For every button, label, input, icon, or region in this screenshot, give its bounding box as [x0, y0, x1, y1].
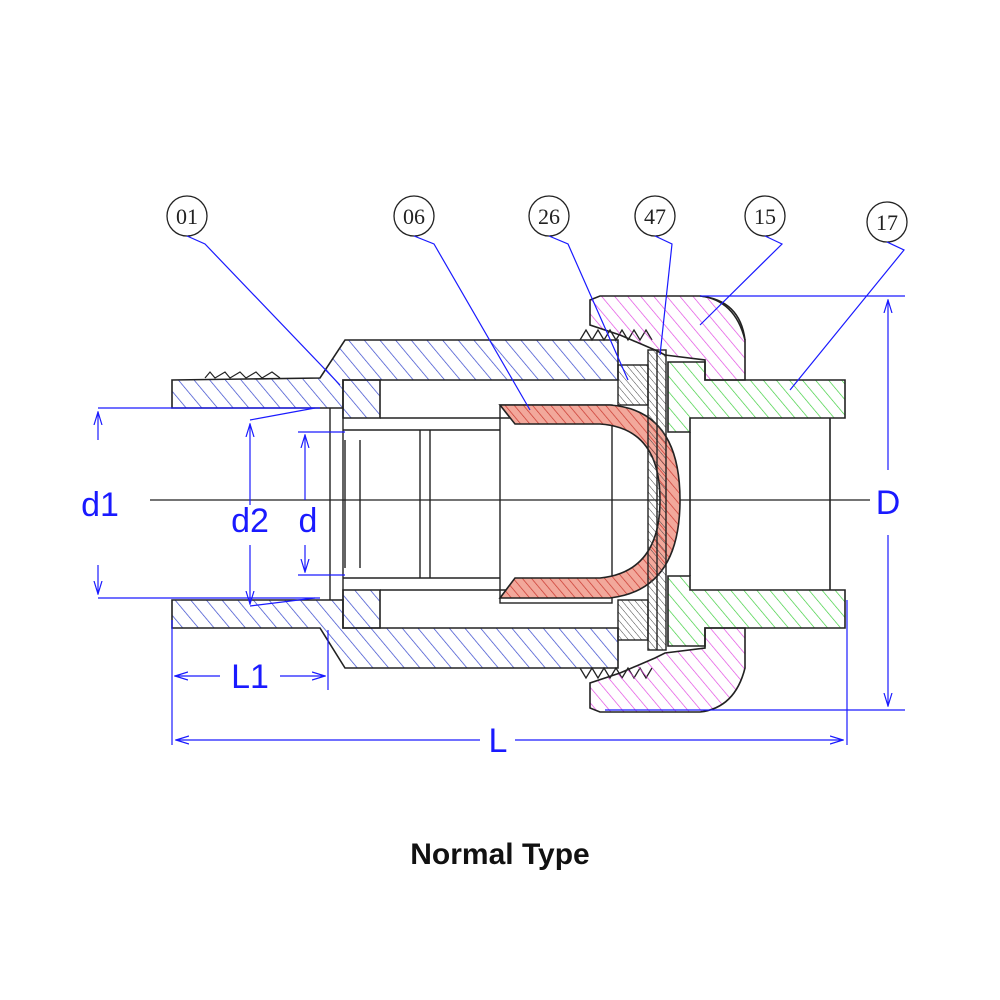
dimension-lines — [98, 295, 905, 745]
dim-L1-label: L1 — [231, 658, 269, 696]
body-part-01 — [171, 339, 619, 669]
dim-d2-label: d2 — [231, 502, 269, 540]
seal-part-26 — [617, 364, 649, 641]
balloon-26: 26 — [528, 195, 570, 237]
balloon-15: 15 — [744, 195, 786, 237]
leader-lines — [186, 235, 905, 411]
figure-caption: Normal Type — [410, 838, 590, 871]
balloon-26-label: 26 — [538, 204, 560, 229]
balloon-01-label: 01 — [176, 204, 198, 229]
balloon-06: 06 — [393, 195, 435, 237]
balloon-01: 01 — [166, 195, 208, 237]
end-connector-part-17 — [667, 361, 846, 647]
dim-d-label: d — [299, 502, 318, 540]
balloon-17-label: 17 — [876, 210, 898, 235]
balloon-17: 17 — [866, 201, 908, 243]
dim-L-label: L — [489, 722, 508, 760]
dim-d1-label: d1 — [81, 486, 119, 524]
dim-D-label: D — [876, 484, 901, 522]
oring-part-47 — [647, 349, 667, 651]
balloon-06-label: 06 — [403, 204, 425, 229]
balloon-15-label: 15 — [754, 204, 776, 229]
balloon-47-label: 47 — [644, 204, 666, 229]
balloon-47: 47 — [634, 195, 676, 237]
bore-outline — [329, 404, 620, 604]
body-knurl — [204, 371, 281, 379]
